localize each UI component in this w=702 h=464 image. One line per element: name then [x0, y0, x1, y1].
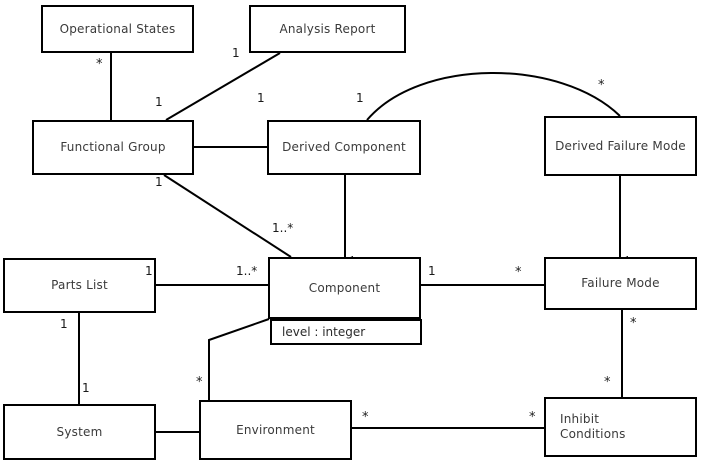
- multiplicity-label-parts-list--component-0: 1: [145, 264, 153, 278]
- class-attribute-component: level : integer: [270, 319, 422, 345]
- class-name-functional-group: Functional Group: [60, 140, 166, 154]
- multiplicity-label-parts-list--system-0: 1: [60, 317, 68, 331]
- edge-functional-group--component[interactable]: [163, 174, 292, 258]
- class-name-derived-failure-mode: Derived Failure Mode: [555, 138, 686, 153]
- multiplicity-label-functional-group--component-0: 1: [155, 175, 163, 189]
- multiplicity-label-functional-group--derived-component-0: 1: [257, 91, 265, 105]
- class-name-derived-component: Derived Component: [282, 140, 406, 154]
- class-name-system: System: [56, 424, 103, 439]
- class-name-environment: Environment: [236, 422, 315, 437]
- multiplicity-label-functional-group--analysis-report-1: 1: [155, 95, 163, 109]
- class-box-operational-states[interactable]: Operational States: [41, 5, 194, 53]
- class-box-system[interactable]: System: [3, 404, 156, 460]
- class-box-parts-list[interactable]: Parts List: [3, 258, 156, 313]
- multiplicity-label-derived-component--derived-failure-mode-0: 1: [356, 91, 364, 105]
- multiplicity-label-functional-group--component-1: 1..*: [272, 221, 294, 235]
- multiplicity-label-component--environment-0: *: [196, 375, 203, 390]
- multiplicity-label-functional-group--analysis-report-0: 1: [232, 46, 240, 60]
- multiplicity-label-failure-mode--inhibit-conditions-1: *: [604, 375, 611, 390]
- class-box-derived-component[interactable]: Derived Component: [267, 120, 421, 175]
- multiplicity-label-operational-states--functional-group-0: *: [96, 57, 103, 72]
- class-box-environment[interactable]: Environment: [199, 400, 352, 460]
- multiplicity-label-environment--inhibit-conditions-1: *: [529, 410, 536, 425]
- class-name-parts-list: Parts List: [51, 278, 108, 292]
- edge-derived-component--derived-failure-mode[interactable]: [366, 72, 621, 121]
- class-name-component: Component: [308, 280, 381, 295]
- multiplicity-label-parts-list--system-1: 1: [82, 381, 90, 395]
- multiplicity-label-environment--inhibit-conditions-0: *: [362, 410, 369, 425]
- class-name-failure-mode: Failure Mode: [581, 276, 660, 290]
- multiplicity-label-derived-component--derived-failure-mode-1: *: [598, 78, 605, 93]
- edge-component--environment[interactable]: [208, 318, 270, 400]
- edge-functional-group--analysis-report[interactable]: [165, 52, 281, 121]
- multiplicity-label-parts-list--component-1: 1..*: [236, 264, 258, 278]
- edges-group: [78, 52, 622, 433]
- class-name-operational-states: Operational States: [59, 21, 176, 36]
- class-box-functional-group[interactable]: Functional Group: [32, 120, 194, 175]
- class-box-failure-mode[interactable]: Failure Mode: [544, 257, 697, 310]
- class-box-component[interactable]: Component: [268, 257, 421, 319]
- class-name-analysis-report: Analysis Report: [279, 21, 376, 36]
- class-box-derived-failure-mode[interactable]: Derived Failure Mode: [544, 116, 697, 176]
- multiplicity-label-component--failure-mode-0: 1: [428, 264, 436, 278]
- multiplicity-label-failure-mode--inhibit-conditions-0: *: [630, 316, 637, 331]
- class-box-analysis-report[interactable]: Analysis Report: [249, 5, 406, 53]
- multiplicity-label-component--failure-mode-1: *: [515, 265, 522, 280]
